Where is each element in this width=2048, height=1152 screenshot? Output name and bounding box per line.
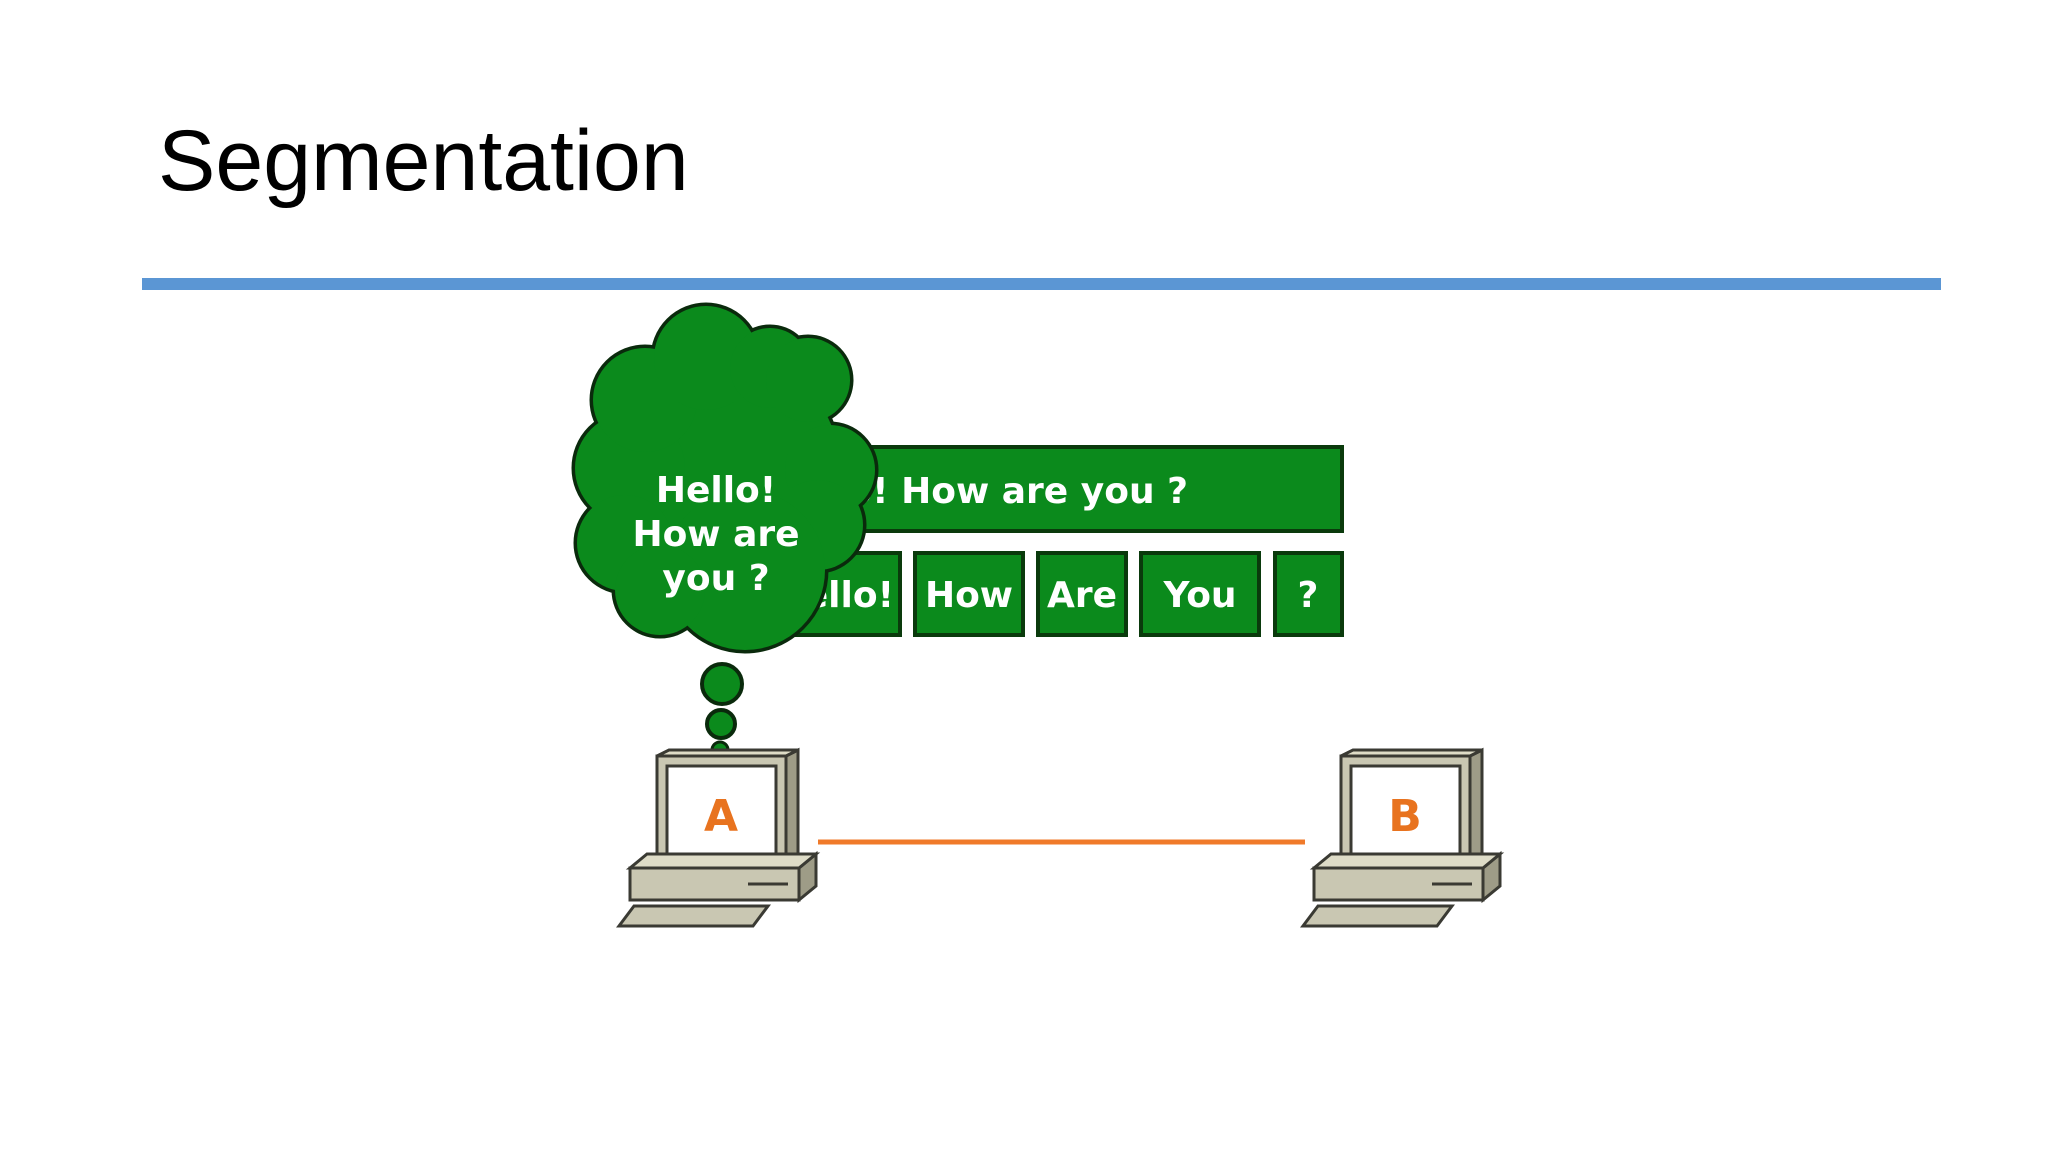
segment-label: How [925, 575, 1013, 616]
segment-4: You [1139, 551, 1261, 637]
computer-b-label: B [1388, 791, 1422, 842]
segment-label: ? [1298, 575, 1319, 616]
message-bar-text: Hello! How are you ? [768, 471, 1188, 512]
computer-b-icon: B [1300, 747, 1505, 928]
title-divider [142, 278, 1941, 290]
thought-line-2: How are [632, 514, 799, 555]
message-bar: Hello! How are you ? [768, 445, 1344, 533]
thought-cloud: Hello! How are you ? [571, 302, 879, 760]
segment-label: Are [1047, 575, 1117, 616]
computer-a-label: A [704, 791, 738, 842]
segment-label: You [1162, 575, 1236, 616]
thought-line-3: you ? [662, 558, 769, 599]
segment-2: How [913, 551, 1025, 637]
thought-dot [700, 662, 744, 706]
segment-5: ? [1273, 551, 1344, 637]
segment-3: Are [1036, 551, 1128, 637]
thought-dot [705, 708, 737, 740]
computer-a-icon: A [616, 747, 821, 928]
thought-line-1: Hello! [656, 470, 776, 511]
slide-title: Segmentation [158, 113, 689, 209]
